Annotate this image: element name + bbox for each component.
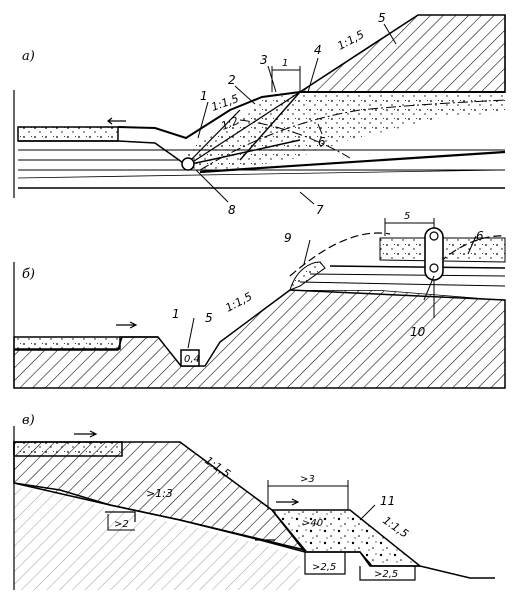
- flow-arrow-c1: [74, 430, 98, 438]
- step-right-c: >2,5: [374, 569, 398, 580]
- berm-width-a: 1: [282, 58, 288, 69]
- callout-b-1: 1: [172, 307, 180, 321]
- callout-a-6: 6: [318, 135, 326, 149]
- backfill-4: [183, 92, 505, 172]
- slope-c-base: >1:3: [146, 487, 173, 500]
- callout-a-4: 4: [314, 43, 322, 57]
- drain-1: [180, 349, 200, 367]
- callout-b-9: 9: [284, 231, 292, 245]
- callout-c-11: 11: [380, 494, 395, 508]
- panel-b: б) 1 5 6 9 10 1:1,5 0,4 5: [13, 211, 506, 389]
- pavement-b: [13, 336, 121, 350]
- slope-a-1-1-5-right: 1:1,5: [335, 28, 366, 53]
- rock-mass-5: [297, 14, 506, 93]
- panel-b-label: б): [22, 267, 35, 282]
- slope-c-lower: 1:1,5: [380, 514, 411, 541]
- panel-a: а) 1 2 3 4 5 6 7 8 1:1,5 1:2 1:1,5 1: [17, 11, 506, 217]
- callout-a-8: 8: [228, 203, 236, 217]
- pavement-a: [17, 126, 119, 142]
- drain-depth-b: 0,4: [184, 354, 200, 365]
- panel-a-label: а): [22, 49, 35, 64]
- callout-a-2: 2: [228, 73, 236, 87]
- drain-pipe-8: [181, 157, 195, 171]
- callout-a-5: 5: [378, 11, 386, 25]
- flow-arrow-c2: [276, 498, 300, 506]
- step-left-c: >2: [114, 519, 129, 530]
- callout-b-6: 6: [476, 229, 484, 243]
- flow-arrow-a: [107, 117, 126, 125]
- fill-height-c: >40: [302, 518, 323, 529]
- step-mid-c: >2,5: [312, 562, 336, 573]
- berm-width-c: >3: [300, 474, 315, 485]
- panel-c-label: в): [22, 413, 35, 428]
- panel-c: в) 1:1,5 1:1,5 >1:3 >3 >40 11 >2 >2,5 >2…: [13, 413, 495, 590]
- callout-b-5: 5: [205, 311, 213, 325]
- pavement-c: [13, 441, 123, 457]
- callout-a-7: 7: [316, 203, 324, 217]
- callout-b-10: 10: [410, 325, 426, 339]
- flow-arrow-b: [116, 321, 138, 329]
- slope-a-1-2: 1:2: [219, 114, 240, 133]
- callout-a-3: 3: [260, 53, 268, 67]
- slope-b: 1:1,5: [223, 290, 254, 315]
- callout-a-1: 1: [200, 89, 208, 103]
- slope-a-1-1-5-left: 1:1,5: [210, 92, 241, 114]
- berm-width-b: 5: [404, 211, 410, 222]
